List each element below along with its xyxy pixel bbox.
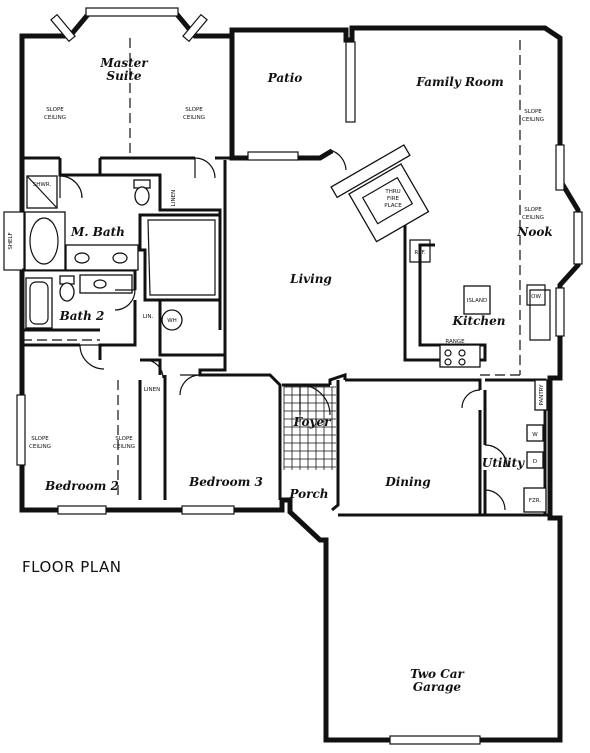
ow-label: OW <box>531 294 541 300</box>
slope-1b: CEILING <box>44 115 66 121</box>
doors <box>59 149 508 511</box>
label-patio: Patio <box>267 71 303 85</box>
label-master-suite-1: Master <box>99 56 149 70</box>
plan-title: FLOOR PLAN <box>22 558 121 576</box>
slope-lines <box>22 38 521 500</box>
label-foyer: Foyer <box>293 415 332 429</box>
slope-5b: CEILING <box>29 444 51 450</box>
exterior-walls <box>19 9 581 743</box>
range-label: RANGE <box>445 339 465 345</box>
lin-label: LIN. <box>143 314 154 320</box>
dryer-label: D <box>533 459 537 465</box>
slope-3b: CEILING <box>522 117 544 123</box>
label-bedroom-2: Bedroom 2 <box>44 479 119 493</box>
slope-3a: SLOPE <box>524 109 542 115</box>
label-nook: Nook <box>516 225 552 239</box>
slope-1a: SLOPE <box>46 107 64 113</box>
label-bedroom-3: Bedroom 3 <box>188 475 263 489</box>
label-utility: Utility <box>482 456 525 470</box>
label-living: Living <box>289 272 332 286</box>
shower-label: SHWR. <box>33 182 52 188</box>
foyer-tile <box>283 386 336 470</box>
freezer-label: FZR. <box>529 498 542 504</box>
slope-6a: SLOPE <box>115 436 133 442</box>
label-master-suite-2: Suite <box>106 69 141 83</box>
windows <box>3 7 583 745</box>
small-labels: SLOPE CEILING SLOPE CEILING SLOPE CEILIN… <box>8 107 545 504</box>
slope-5a: SLOPE <box>31 436 49 442</box>
linen-label-2: LINEN <box>144 387 160 393</box>
fireplace-label-1: THRU <box>384 189 400 195</box>
fireplace-label-3: PLACE <box>384 203 402 209</box>
label-m-bath: M. Bath <box>70 225 125 239</box>
slope-4a: SLOPE <box>524 207 542 213</box>
label-garage-1: Two Car <box>410 667 465 681</box>
fireplace-label-2: FIRE <box>387 196 400 202</box>
washer-label: W <box>532 432 538 438</box>
label-dining: Dining <box>384 475 430 489</box>
label-bath-2: Bath 2 <box>59 309 105 323</box>
fireplace <box>330 144 430 243</box>
room-labels: Master Suite Patio Family Room M. Bath N… <box>44 56 553 694</box>
label-family-room: Family Room <box>415 75 503 89</box>
slope-2b: CEILING <box>183 115 205 121</box>
label-porch: Porch <box>288 487 328 501</box>
linen-label-1: LINEN <box>171 190 177 206</box>
ref-label: REF. <box>414 250 426 256</box>
slope-2a: SLOPE <box>185 107 203 113</box>
label-garage-2: Garage <box>413 680 462 694</box>
shelf-label: SHELF <box>8 232 14 249</box>
fixtures <box>24 175 548 513</box>
label-kitchen: Kitchen <box>452 314 506 328</box>
island-label: ISLAND <box>467 298 487 304</box>
wh-label: WH <box>167 318 177 324</box>
slope-4b: CEILING <box>522 215 544 221</box>
pantry-label: PANTRY <box>539 384 545 406</box>
interior-walls <box>22 156 551 517</box>
slope-6b: CEILING <box>113 444 135 450</box>
